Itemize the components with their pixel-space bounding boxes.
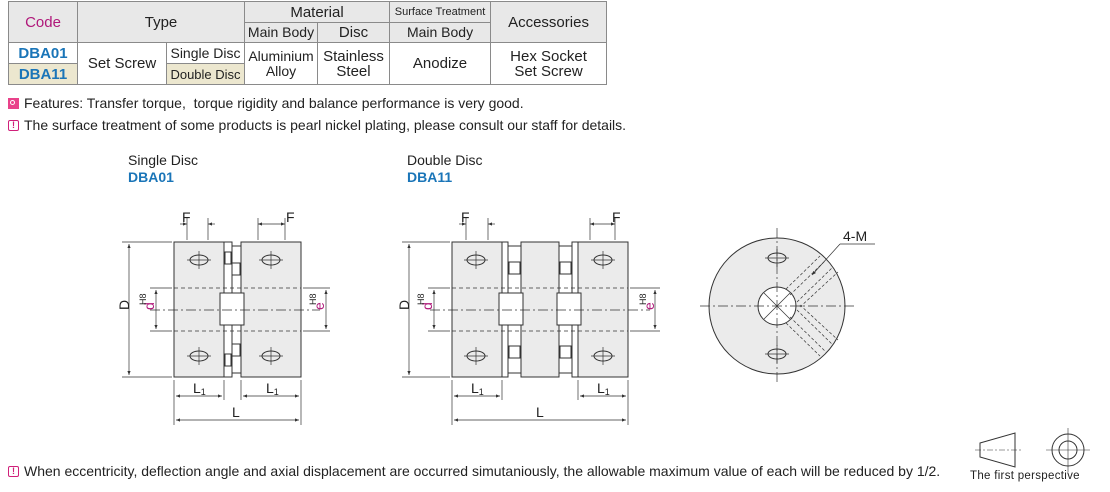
single-h8-d-label: H8 <box>138 293 148 305</box>
double-l1-left-label: L1 <box>471 380 484 397</box>
code-dba11: DBA11 <box>8 63 78 85</box>
perspective-label: The first perspective <box>970 470 1080 482</box>
single-disc-code: DBA01 <box>128 169 174 185</box>
header-accessories: Accessories <box>490 1 608 43</box>
double-disc-code: DBA11 <box>407 169 453 185</box>
double-d-inner-label: d <box>419 302 435 310</box>
acc-line1: Hex Socket <box>510 47 587 65</box>
single-h8-e-label: H8 <box>308 293 318 305</box>
thread-4m-label: 4-M <box>843 228 867 244</box>
surface-note: ! The surface treatment of some products… <box>8 117 626 133</box>
single-l1-right-label: L1 <box>266 380 279 397</box>
single-d-inner-label: d <box>141 302 157 310</box>
type-set-screw: Set Screw <box>77 42 167 85</box>
single-disc-title: Single Disc DBA01 <box>128 152 198 186</box>
eccentricity-note: ! When eccentricity, deflection angle an… <box>8 463 940 479</box>
single-disc-label: Single Disc <box>128 152 199 168</box>
main-body-line2: Alloy <box>265 62 297 79</box>
single-l1-left-label: L1 <box>193 380 206 397</box>
main-body-line1: Aluminium <box>248 47 314 64</box>
disc-material: Stainless Steel <box>316 42 391 85</box>
single-disc-drawing <box>122 218 330 425</box>
end-view-drawing <box>700 228 875 385</box>
double-h8-d-label: H8 <box>416 293 426 305</box>
features-bullet-icon <box>8 97 19 109</box>
disc-line1: Stainless <box>323 47 384 65</box>
features-text: Features: Transfer torque, torque rigidi… <box>24 95 524 111</box>
warning-icon: ! <box>8 465 19 477</box>
single-e-label: e <box>311 302 327 310</box>
type-double-disc: Double Disc <box>166 63 245 85</box>
double-l-label: L <box>536 404 544 420</box>
header-material: Material <box>243 1 391 23</box>
warning-icon: ! <box>8 119 19 131</box>
double-disc-label: Double Disc <box>407 152 483 168</box>
single-f-left-label: F <box>182 209 191 225</box>
double-l1-right-label: L1 <box>597 380 610 397</box>
double-d-outer-label: D <box>396 300 412 310</box>
double-h8-e-label: H8 <box>638 293 648 305</box>
single-f-right-label: F <box>286 209 295 225</box>
header-main-body: Main Body <box>244 22 318 43</box>
double-disc-title: Double Disc DBA11 <box>407 152 482 186</box>
header-surface-main-body: Main Body <box>389 22 492 43</box>
header-surface-treatment: Surface Treatment <box>389 1 492 23</box>
disc-line2: Steel <box>336 62 371 80</box>
features-note: Features: Transfer torque, torque rigidi… <box>8 95 524 111</box>
first-angle-projection-icon <box>975 428 1090 472</box>
double-e-label: e <box>641 302 657 310</box>
header-code: Code <box>8 1 78 43</box>
acc-line2: Set Screw <box>514 62 583 80</box>
single-d-outer-label: D <box>116 300 132 310</box>
eccentricity-text: When eccentricity, deflection angle and … <box>24 463 941 479</box>
accessories-value: Hex Socket Set Screw <box>490 42 608 85</box>
surface-text: The surface treatment of some products i… <box>24 117 627 133</box>
double-f-right-label: F <box>612 209 621 225</box>
surface-anodize: Anodize <box>389 42 492 85</box>
dimension-labels: F F D d H8 e H8 L1 L1 L F F D d H8 e H8 … <box>116 209 867 420</box>
single-l-label: L <box>232 404 240 420</box>
double-f-left-label: F <box>461 209 470 225</box>
spec-table: Code Type Material Surface Treatment Acc… <box>8 1 608 85</box>
header-disc: Disc <box>316 22 391 43</box>
double-disc-drawing <box>402 218 660 425</box>
